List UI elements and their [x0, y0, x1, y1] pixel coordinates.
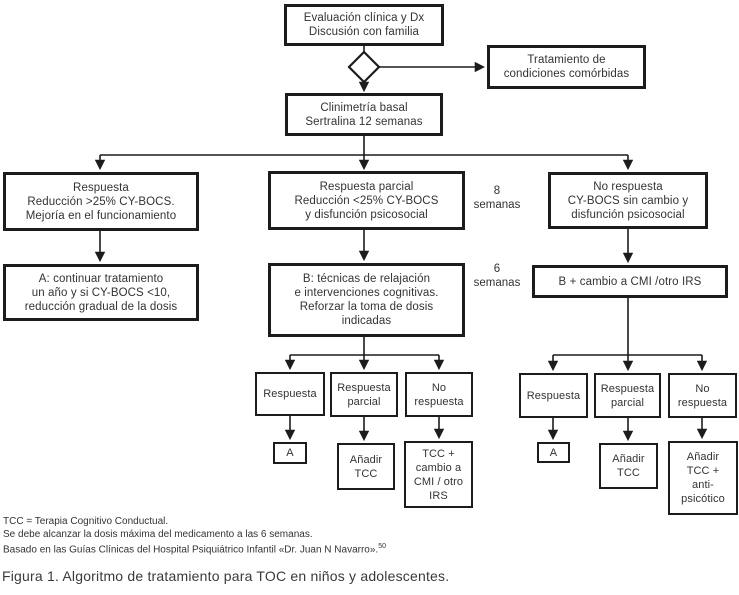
- node-right-no-respuesta: No respuesta: [668, 373, 737, 418]
- node-mid-no-respuesta: No respuesta: [405, 372, 473, 417]
- footnote-fuente: Basado en las Guías Clínicas del Hospita…: [3, 541, 386, 557]
- node-b-cambio-cmi: B + cambio a CMI /otro IRS: [532, 265, 728, 298]
- node-tratamiento-comorbidas: Tratamiento de condiciones comórbidas: [487, 45, 646, 89]
- node-mid-a: A: [273, 442, 307, 464]
- node-right-respuesta: Respuesta: [519, 373, 588, 418]
- node-right-respuesta-parcial: Respuesta parcial: [594, 373, 661, 418]
- decision-diamond: [347, 50, 381, 84]
- footnote-dosis: Se debe alcanzar la dosis máxima del med…: [3, 528, 313, 540]
- node-right-a: A: [537, 442, 570, 463]
- footnote-reference-number: 50: [378, 543, 386, 550]
- flow-connectors: [94, 46, 708, 442]
- node-no-respuesta: No respuesta CY-BOCS sin cambio y disfun…: [548, 172, 708, 229]
- footnote-fuente-text: Basado en las Guías Clínicas del Hospita…: [3, 544, 379, 556]
- node-mid-anadir-tcc: Añadir TCC: [337, 443, 395, 490]
- node-a-continuar-tratamiento: A: continuar tratamiento un año y si CY-…: [3, 264, 199, 321]
- node-respuesta: Respuesta Reducción >25% CY-BOCS. Mejorí…: [3, 172, 199, 231]
- node-clinimetria-basal: Clinimetría basal Sertralina 12 semanas: [285, 93, 443, 136]
- footnote-tcc: TCC = Terapia Cognitivo Conductual.: [3, 516, 169, 527]
- node-evaluacion-clinica: Evaluación clínica y Dx Discusión con fa…: [284, 4, 444, 46]
- node-right-anadir-tcc: Añadir TCC: [599, 443, 658, 489]
- node-b-tecnicas-relajacion: B: técnicas de relajación e intervencion…: [268, 263, 465, 337]
- figure-caption: Figura 1. Algoritmo de tratamiento para …: [2, 568, 450, 584]
- node-respuesta-parcial: Respuesta parcial Reducción <25% CY-BOCS…: [268, 171, 465, 230]
- node-mid-respuesta-parcial: Respuesta parcial: [330, 372, 398, 417]
- label-6-semanas: 6 semanas: [473, 263, 521, 289]
- node-right-anadir-tcc-antipsicotico: Añadir TCC + anti- psicótico: [668, 441, 738, 515]
- node-mid-respuesta: Respuesta: [255, 372, 325, 416]
- figure-footnotes: TCC = Terapia Cognitivo Conductual. Se d…: [3, 516, 386, 557]
- label-8-semanas: 8 semanas: [473, 185, 521, 211]
- node-mid-tcc-cambio-cmi: TCC + cambio a CMI / otro IRS: [404, 441, 473, 508]
